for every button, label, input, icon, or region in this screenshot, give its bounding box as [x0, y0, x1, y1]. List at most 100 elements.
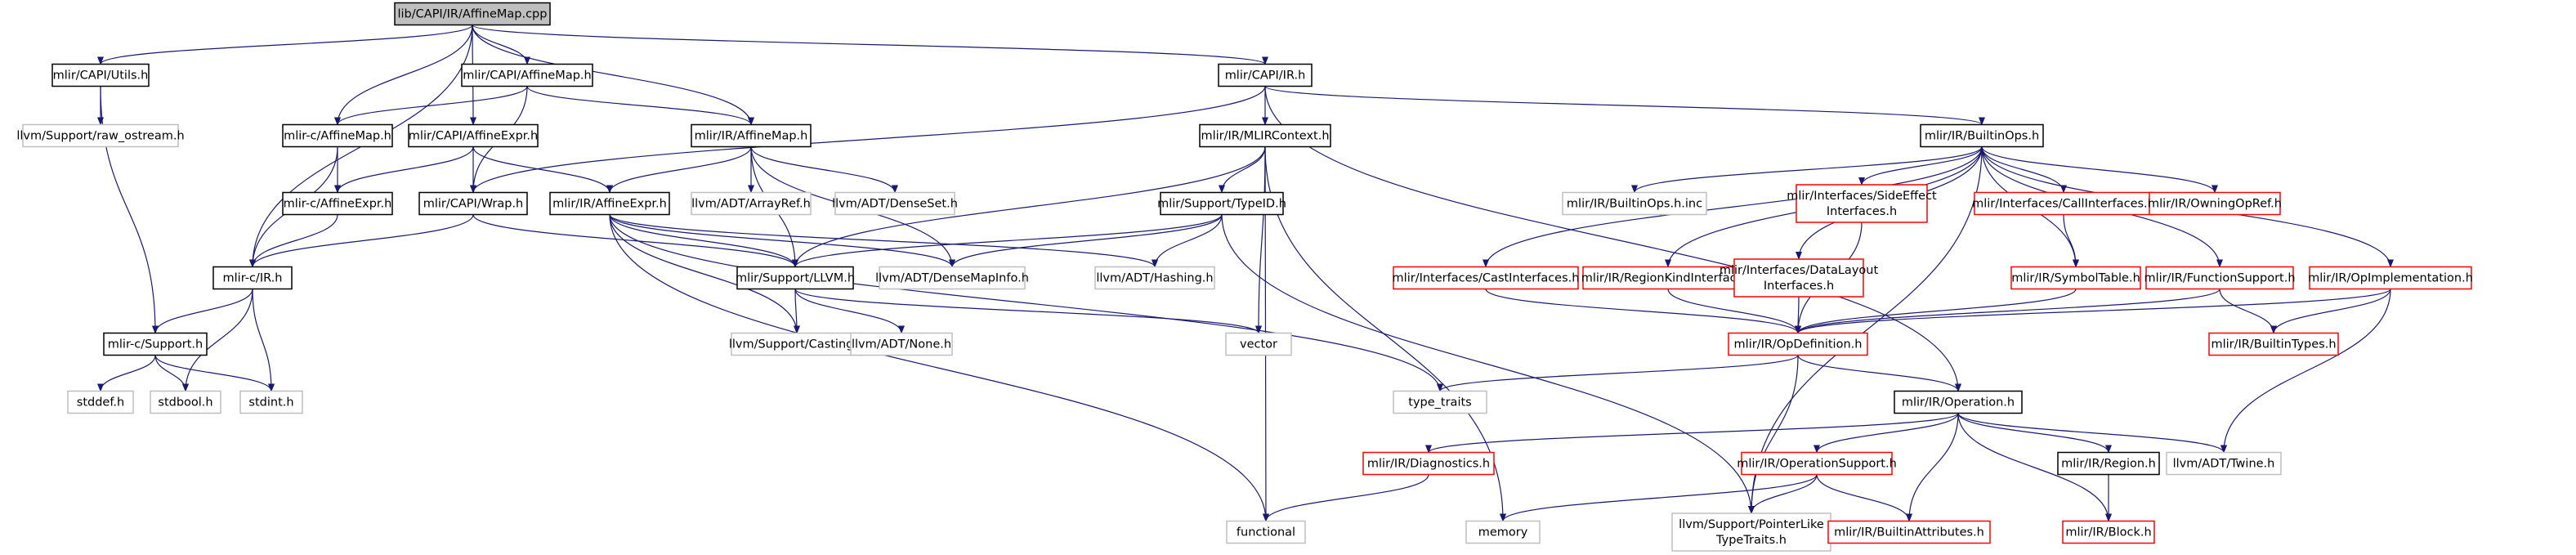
node-box	[282, 123, 393, 148]
edge-builtinops-to-castinterfaces	[1483, 146, 1983, 268]
edge-builtinops-to-sideeffect	[1858, 146, 1983, 186]
node-box	[2057, 451, 2160, 476]
node-label: mlir/Interfaces/CallInterfaces.h	[1972, 198, 2155, 211]
node-stdbool-h: stdbool.h	[150, 390, 221, 414]
node-label: mlir/CAPI/Wrap.h	[423, 198, 524, 211]
node-mlir-interfaces-callinterfaces-h[interactable]: mlir/Interfaces/CallInterfaces.h	[1972, 191, 2155, 216]
node-stddef-h: stddef.h	[67, 390, 134, 414]
node-label: mlir/Interfaces/CastInterfaces.h	[1393, 272, 1580, 285]
node-mlir-c-affinemap-h[interactable]: mlir-c/AffineMap.h	[282, 123, 393, 148]
node-label: mlir/IR/Diagnostics.h	[1367, 458, 1490, 471]
edge-capi_affinemap-to-c_affinemap	[334, 86, 528, 126]
edge-opdefinition-to-pointerlike	[1748, 355, 1799, 514]
node-label: mlir/IR/OwningOpRef.h	[2148, 198, 2282, 211]
node-mlir-c-ir-h[interactable]: mlir-c/IR.h	[212, 266, 293, 290]
node-box	[1218, 63, 1313, 87]
node-label: mlir/IR/BuiltinAttributes.h	[1834, 526, 1984, 539]
node-label: mlir/CAPI/Utils.h	[53, 69, 149, 83]
edge-c_support-to-stddef	[97, 355, 156, 392]
node-box	[736, 266, 854, 290]
node-mlir-support-typeid-h[interactable]: mlir/Support/TypeID.h	[1157, 191, 1286, 216]
node-mlir-capi-affinemap-h[interactable]: mlir/CAPI/AffineMap.h	[461, 63, 593, 87]
edge-support_llvm-to-casting	[793, 289, 800, 334]
node-label: mlir/IR/AffineMap.h	[695, 130, 808, 143]
node-mlir-ir-operation-h[interactable]: mlir/IR/Operation.h	[1894, 390, 2023, 414]
edge-operation-to-operationsupport	[1813, 413, 1959, 454]
node-mlir-ir-regionkindinterface-h[interactable]: mlir/IR/RegionKindInterface.h	[1581, 266, 1755, 290]
edge-root-to-ir_affinemap	[472, 25, 754, 126]
node-mlir-support-llvm-h[interactable]: mlir/Support/LLVM.h	[736, 266, 855, 290]
edge-builtinops-to-owningopref	[1981, 146, 2218, 194]
edge-opimplementation-to-builtintypes	[2270, 289, 2391, 334]
node-mlir-interfaces-castinterfaces-h[interactable]: mlir/Interfaces/CastInterfaces.h	[1393, 266, 1580, 290]
edge-root-to-capi_utils	[97, 24, 473, 65]
node-box	[1796, 184, 1928, 223]
node-box	[1728, 332, 1868, 356]
node-mlir-ir-builtinattributes-h[interactable]: mlir/IR/BuiltinAttributes.h	[1827, 520, 1991, 544]
node-mlir-ir-owningopref-h[interactable]: mlir/IR/OwningOpRef.h	[2148, 191, 2282, 216]
node-label: mlir/IR/Block.h	[2065, 526, 2151, 539]
edge-regionkind-to-opdefinition	[1667, 289, 1801, 334]
node-mlir-ir-builtinops-h[interactable]: mlir/IR/BuiltinOps.h	[1920, 123, 2044, 148]
node-llvm-adt-denseset-h: llvm/ADT/DenseSet.h	[832, 191, 958, 216]
node-mlir-ir-builtinops-h-inc: mlir/IR/BuiltinOps.h.inc	[1562, 191, 1707, 216]
node-box	[1974, 191, 2153, 216]
node-label: functional	[1237, 526, 1295, 539]
node-mlir-ir-symboltable-h[interactable]: mlir/IR/SymbolTable.h	[2010, 266, 2141, 290]
node-mlir-ir-diagnostics-h[interactable]: mlir/IR/Diagnostics.h	[1362, 451, 1495, 476]
edge-opdefinition-to-operation	[1797, 355, 1961, 392]
node-box	[1671, 512, 1831, 552]
node-label: llvm/Support/Casting.h	[729, 338, 865, 351]
node-lib-capi-ir-affinemap-cpp[interactable]: lib/CAPI/IR/AffineMap.cpp	[394, 2, 551, 26]
node-box	[150, 390, 221, 414]
edge-functionsupport-to-builtintypes	[2219, 289, 2277, 334]
edge-opdefinition-to-type_traits	[1437, 354, 1799, 392]
edge-ir_affineexpr-to-functional	[609, 214, 1269, 522]
node-layer: lib/CAPI/IR/AffineMap.cpp mlir/CAPI/Utils…	[16, 2, 2473, 552]
node-box	[1393, 390, 1487, 414]
node-box	[691, 191, 812, 216]
node-mlir-ir-operationsupport-h[interactable]: mlir/IR/OperationSupport.h	[1737, 451, 1897, 476]
node-label: mlir/IR/AffineExpr.h	[552, 198, 667, 211]
node-mlir-capi-affineexpr-h[interactable]: mlir/CAPI/AffineExpr.h	[408, 123, 539, 148]
node-mlir-capi-ir-h[interactable]: mlir/CAPI/IR.h	[1218, 63, 1313, 87]
node-llvm-adt-none-h: llvm/ADT/None.h	[850, 332, 953, 356]
node-mlir-ir-affineexpr-h[interactable]: mlir/IR/AffineExpr.h	[549, 191, 670, 216]
edge-typeid-to-support_llvm	[792, 214, 1223, 268]
node-mlir-capi-utils-h[interactable]: mlir/CAPI/Utils.h	[51, 63, 150, 87]
edge-c_support-to-stdint	[154, 355, 275, 392]
edge-mlircontext-to-typeid	[1219, 146, 1266, 194]
edge-operation-to-diagnostics	[1425, 412, 1959, 454]
node-mlir-ir-opdefinition-h[interactable]: mlir/IR/OpDefinition.h	[1728, 332, 1868, 356]
edge-c_ir-to-stdint	[252, 289, 275, 392]
edge-support_llvm-to-vector	[794, 288, 1262, 334]
node-vector: vector	[1225, 332, 1292, 356]
edge-diagnostics-to-functional	[1263, 474, 1429, 522]
node-mlir-ir-builtintypes-h[interactable]: mlir/IR/BuiltinTypes.h	[2208, 332, 2339, 356]
node-label: llvm/ADT/Hashing.h	[1096, 272, 1213, 285]
edge-capi_wrap-to-support_llvm	[472, 214, 798, 268]
edge-builtinops-to-pointerlike	[1748, 146, 1983, 514]
node-mlir-ir-affinemap-h[interactable]: mlir/IR/AffineMap.h	[691, 123, 812, 148]
node-mlir-ir-block-h[interactable]: mlir/IR/Block.h	[2062, 520, 2155, 544]
node-mlir-ir-mlircontext-h[interactable]: mlir/IR/MLIRContext.h	[1199, 123, 1331, 148]
node-mlir-ir-functionsupport-h[interactable]: mlir/IR/FunctionSupport.h	[2144, 266, 2296, 290]
node-mlir-ir-opimplementation-h[interactable]: mlir/IR/OpImplementation.h	[2308, 266, 2473, 290]
edge-callinterfaces-to-symboltable	[2063, 214, 2079, 268]
node-mlir-c-affineexpr-h[interactable]: mlir-c/AffineExpr.h	[282, 191, 393, 216]
node-label: llvm/ADT/Twine.h	[2173, 458, 2275, 471]
edge-capi_ir-to-builtinops	[1264, 85, 1985, 126]
node-mlir-capi-wrap-h[interactable]: mlir/CAPI/Wrap.h	[418, 191, 528, 216]
node-label: Interfaces.h	[1827, 205, 1897, 218]
node-label: vector	[1240, 338, 1277, 351]
node-label: mlir/IR/OpDefinition.h	[1734, 338, 1863, 351]
node-label: lib/CAPI/IR/AffineMap.cpp	[398, 8, 548, 21]
node-mlir-c-support-h[interactable]: mlir-c/Support.h	[103, 332, 208, 356]
node-label: mlir/IR/OperationSupport.h	[1737, 458, 1897, 471]
node-mlir-ir-region-h[interactable]: mlir/IR/Region.h	[2057, 451, 2160, 476]
node-label: stddef.h	[77, 396, 124, 410]
node-label: mlir/IR/BuiltinOps.h.inc	[1567, 198, 1702, 211]
edge-root-to-capi_affinemap	[472, 25, 530, 65]
